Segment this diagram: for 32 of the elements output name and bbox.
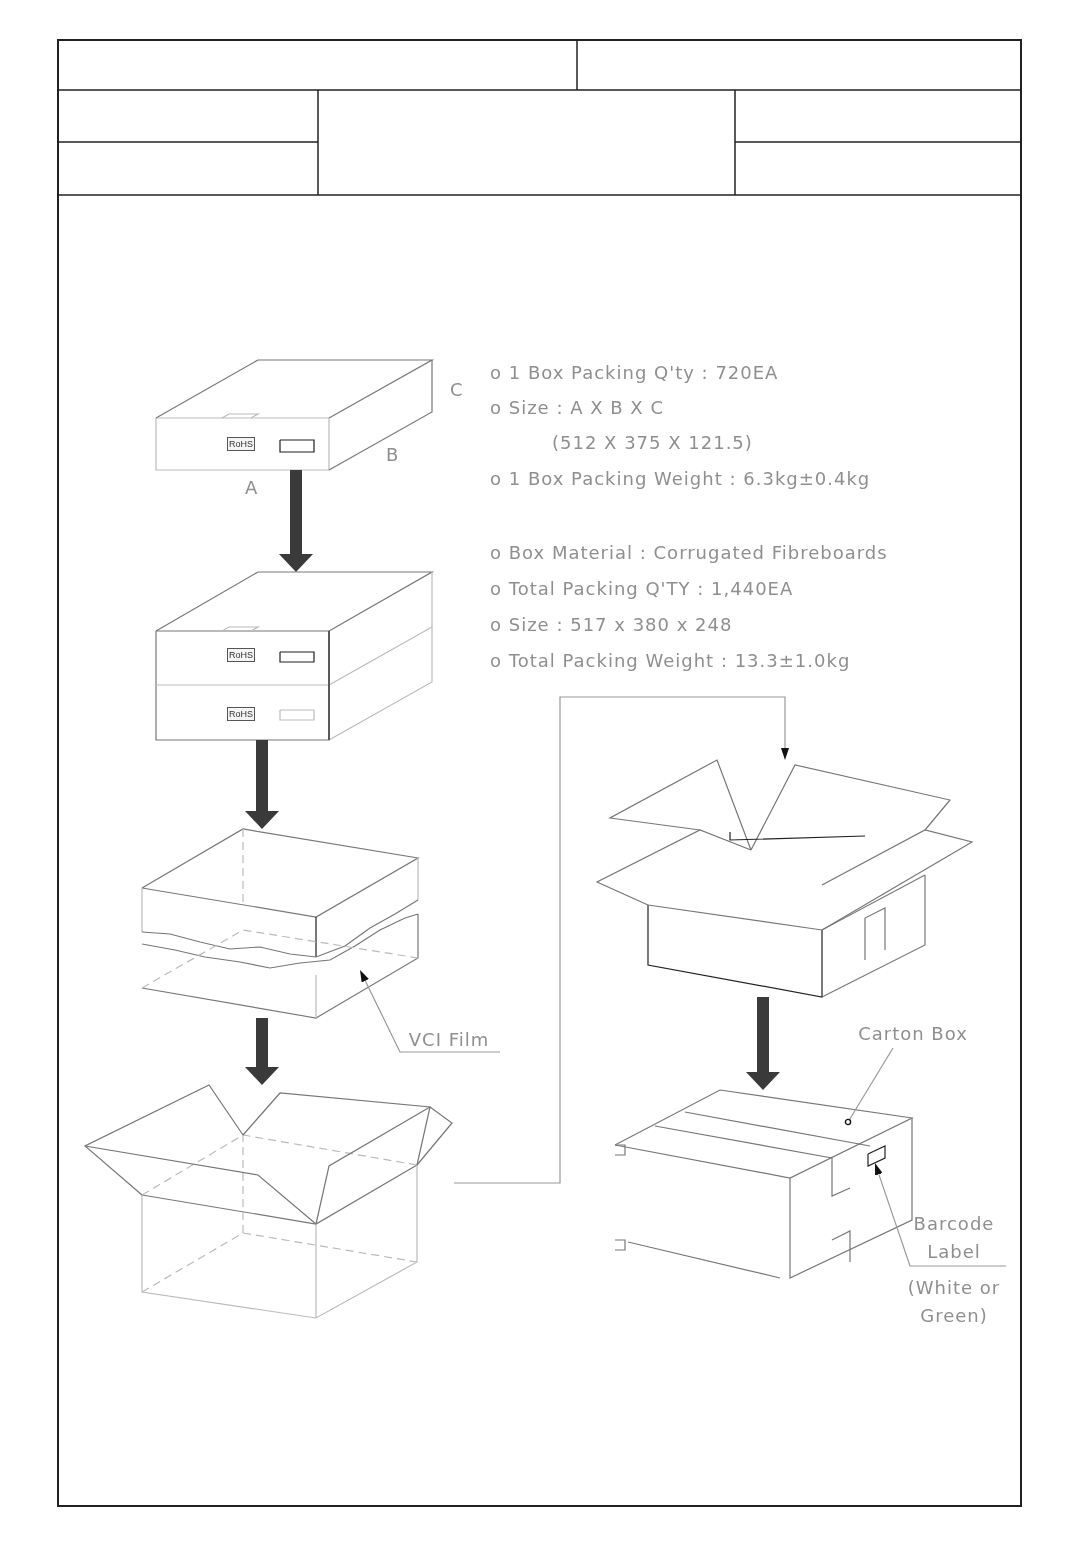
step-arrow	[245, 740, 279, 829]
box-drawing	[155, 571, 435, 741]
flow-arrow	[453, 696, 789, 1184]
spec-line: o Total Packing Q'TY : 1,440EA	[490, 577, 794, 601]
spec-line: (512 X 375 X 121.5)	[552, 431, 753, 455]
box-drawing	[83, 1084, 453, 1319]
step-arrow	[746, 997, 780, 1090]
dimension-letter: A	[245, 476, 258, 500]
spec-line: o Box Material : Corrugated Fibreboards	[490, 541, 888, 565]
spec-line: o Size : A X B X C	[490, 396, 664, 420]
leader-line	[360, 970, 501, 1053]
spec-line: o 1 Box Packing Q'ty : 720EA	[490, 361, 779, 385]
callout-text: Barcode Label	[912, 1212, 996, 1264]
box-drawing	[613, 1089, 914, 1279]
rohs-mark: RoHS	[227, 648, 255, 662]
dimension-letter: B	[386, 443, 399, 467]
callout-text: VCI Film	[407, 1028, 491, 1052]
callout-text: Carton Box	[857, 1022, 969, 1046]
callout-text: (White or Green)	[906, 1276, 1002, 1328]
step-arrow	[279, 470, 313, 572]
leader-line	[875, 1163, 1007, 1267]
box-drawing	[595, 759, 974, 998]
spec-line: o Total Packing Weight : 13.3±1.0kg	[490, 649, 851, 673]
box-drawing	[140, 828, 420, 1019]
box-drawing	[155, 359, 435, 471]
spec-line: o 1 Box Packing Weight : 6.3kg±0.4kg	[490, 467, 871, 491]
spec-line: o Size : 517 x 380 x 248	[490, 613, 733, 637]
rohs-mark: RoHS	[227, 707, 255, 721]
dimension-letter: C	[450, 378, 463, 402]
step-arrow	[245, 1018, 279, 1085]
rohs-mark: RoHS	[227, 437, 255, 451]
leader-line	[844, 1047, 894, 1126]
